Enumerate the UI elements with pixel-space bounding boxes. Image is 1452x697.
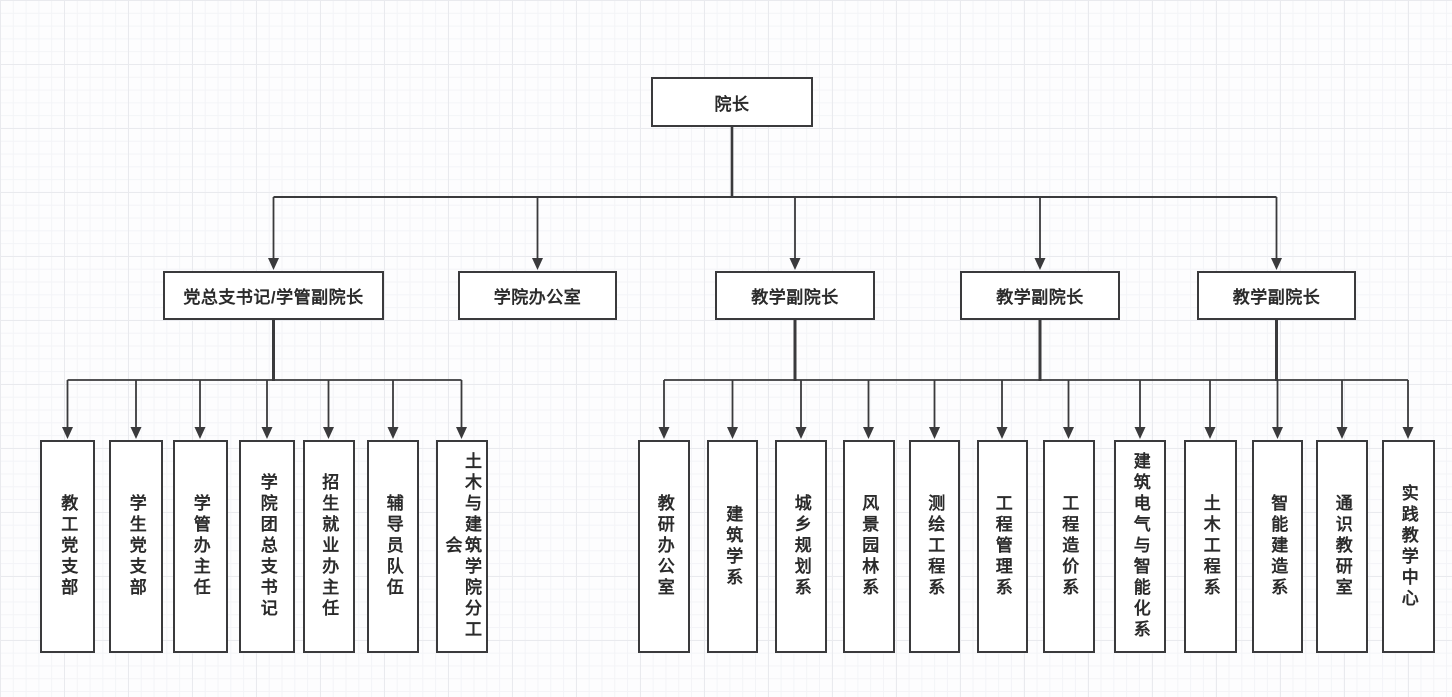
arrowhead-icon xyxy=(456,427,467,439)
arrowhead-icon xyxy=(863,427,874,439)
node-surveying-engineering-department[interactable]: 测绘工程系 xyxy=(909,440,960,653)
arrowhead-icon xyxy=(62,427,73,439)
node-staff-party-branch[interactable]: 教工党支部 xyxy=(40,440,95,653)
arrowhead-icon xyxy=(194,427,206,439)
arrowhead-icon xyxy=(795,427,807,439)
node-practice-teaching-center[interactable]: 实践教学中心 xyxy=(1381,440,1435,653)
arrowhead-icon xyxy=(1134,427,1146,439)
node-counselor-team[interactable]: 辅导员队伍 xyxy=(367,440,419,653)
node-student-party-branch[interactable]: 学生党支部 xyxy=(109,440,163,653)
arrowhead-icon xyxy=(130,427,142,439)
node-general-education-research-office[interactable]: 通识教研室 xyxy=(1316,440,1368,653)
arrowhead-icon xyxy=(1272,427,1283,439)
arrowhead-icon xyxy=(261,427,273,439)
node-intelligent-construction-department[interactable]: 智能建造系 xyxy=(1252,440,1303,653)
node-youth-league-general-branch-secretary[interactable]: 学院团总支书记 xyxy=(239,440,295,653)
arrowhead-icon xyxy=(1336,427,1348,439)
node-civil-architecture-college-union-branch[interactable]: 土木与建筑学院分工会 xyxy=(435,440,488,653)
node-teaching-vice-dean-1[interactable]: 教学副院长 xyxy=(715,271,875,320)
arrowhead-icon xyxy=(929,427,940,439)
arrowhead-icon xyxy=(268,258,279,270)
arrowhead-icon xyxy=(789,258,801,270)
arrowhead-icon xyxy=(727,427,738,439)
node-dean[interactable]: 院长 xyxy=(651,77,813,127)
node-college-office[interactable]: 学院办公室 xyxy=(458,271,617,320)
node-engineering-cost-department[interactable]: 工程造价系 xyxy=(1042,440,1095,653)
arrowhead-icon xyxy=(658,427,670,439)
arrowhead-icon xyxy=(1063,427,1074,439)
node-student-affairs-office-director[interactable]: 学管办主任 xyxy=(172,440,228,653)
arrowhead-icon xyxy=(1034,258,1046,270)
arrowhead-icon xyxy=(1271,258,1282,270)
arrowhead-icon xyxy=(387,427,399,439)
node-landscape-architecture-department[interactable]: 风景园林系 xyxy=(842,440,895,653)
node-party-secretary-vice-dean[interactable]: 党总支书记/学管副院长 xyxy=(163,271,384,320)
node-building-electrical-intelligence-department[interactable]: 建筑电气与智能化系 xyxy=(1114,440,1166,653)
node-engineering-management-department[interactable]: 工程管理系 xyxy=(976,440,1028,653)
arrowhead-icon xyxy=(1204,427,1216,439)
node-teaching-vice-dean-2[interactable]: 教学副院长 xyxy=(960,271,1120,320)
node-architecture-department[interactable]: 建筑学系 xyxy=(707,440,758,653)
arrowhead-icon xyxy=(323,427,334,439)
arrowhead-icon xyxy=(1402,427,1414,439)
node-urban-rural-planning-department[interactable]: 城乡规划系 xyxy=(775,440,827,653)
node-admissions-employment-office-director[interactable]: 招生就业办主任 xyxy=(302,440,355,653)
arrowhead-icon xyxy=(996,427,1008,439)
arrowhead-icon xyxy=(532,258,543,270)
node-teaching-vice-dean-3[interactable]: 教学副院长 xyxy=(1197,271,1356,320)
node-civil-engineering-department[interactable]: 土木工程系 xyxy=(1183,440,1237,653)
node-teaching-research-office[interactable]: 教研办公室 xyxy=(638,440,690,653)
